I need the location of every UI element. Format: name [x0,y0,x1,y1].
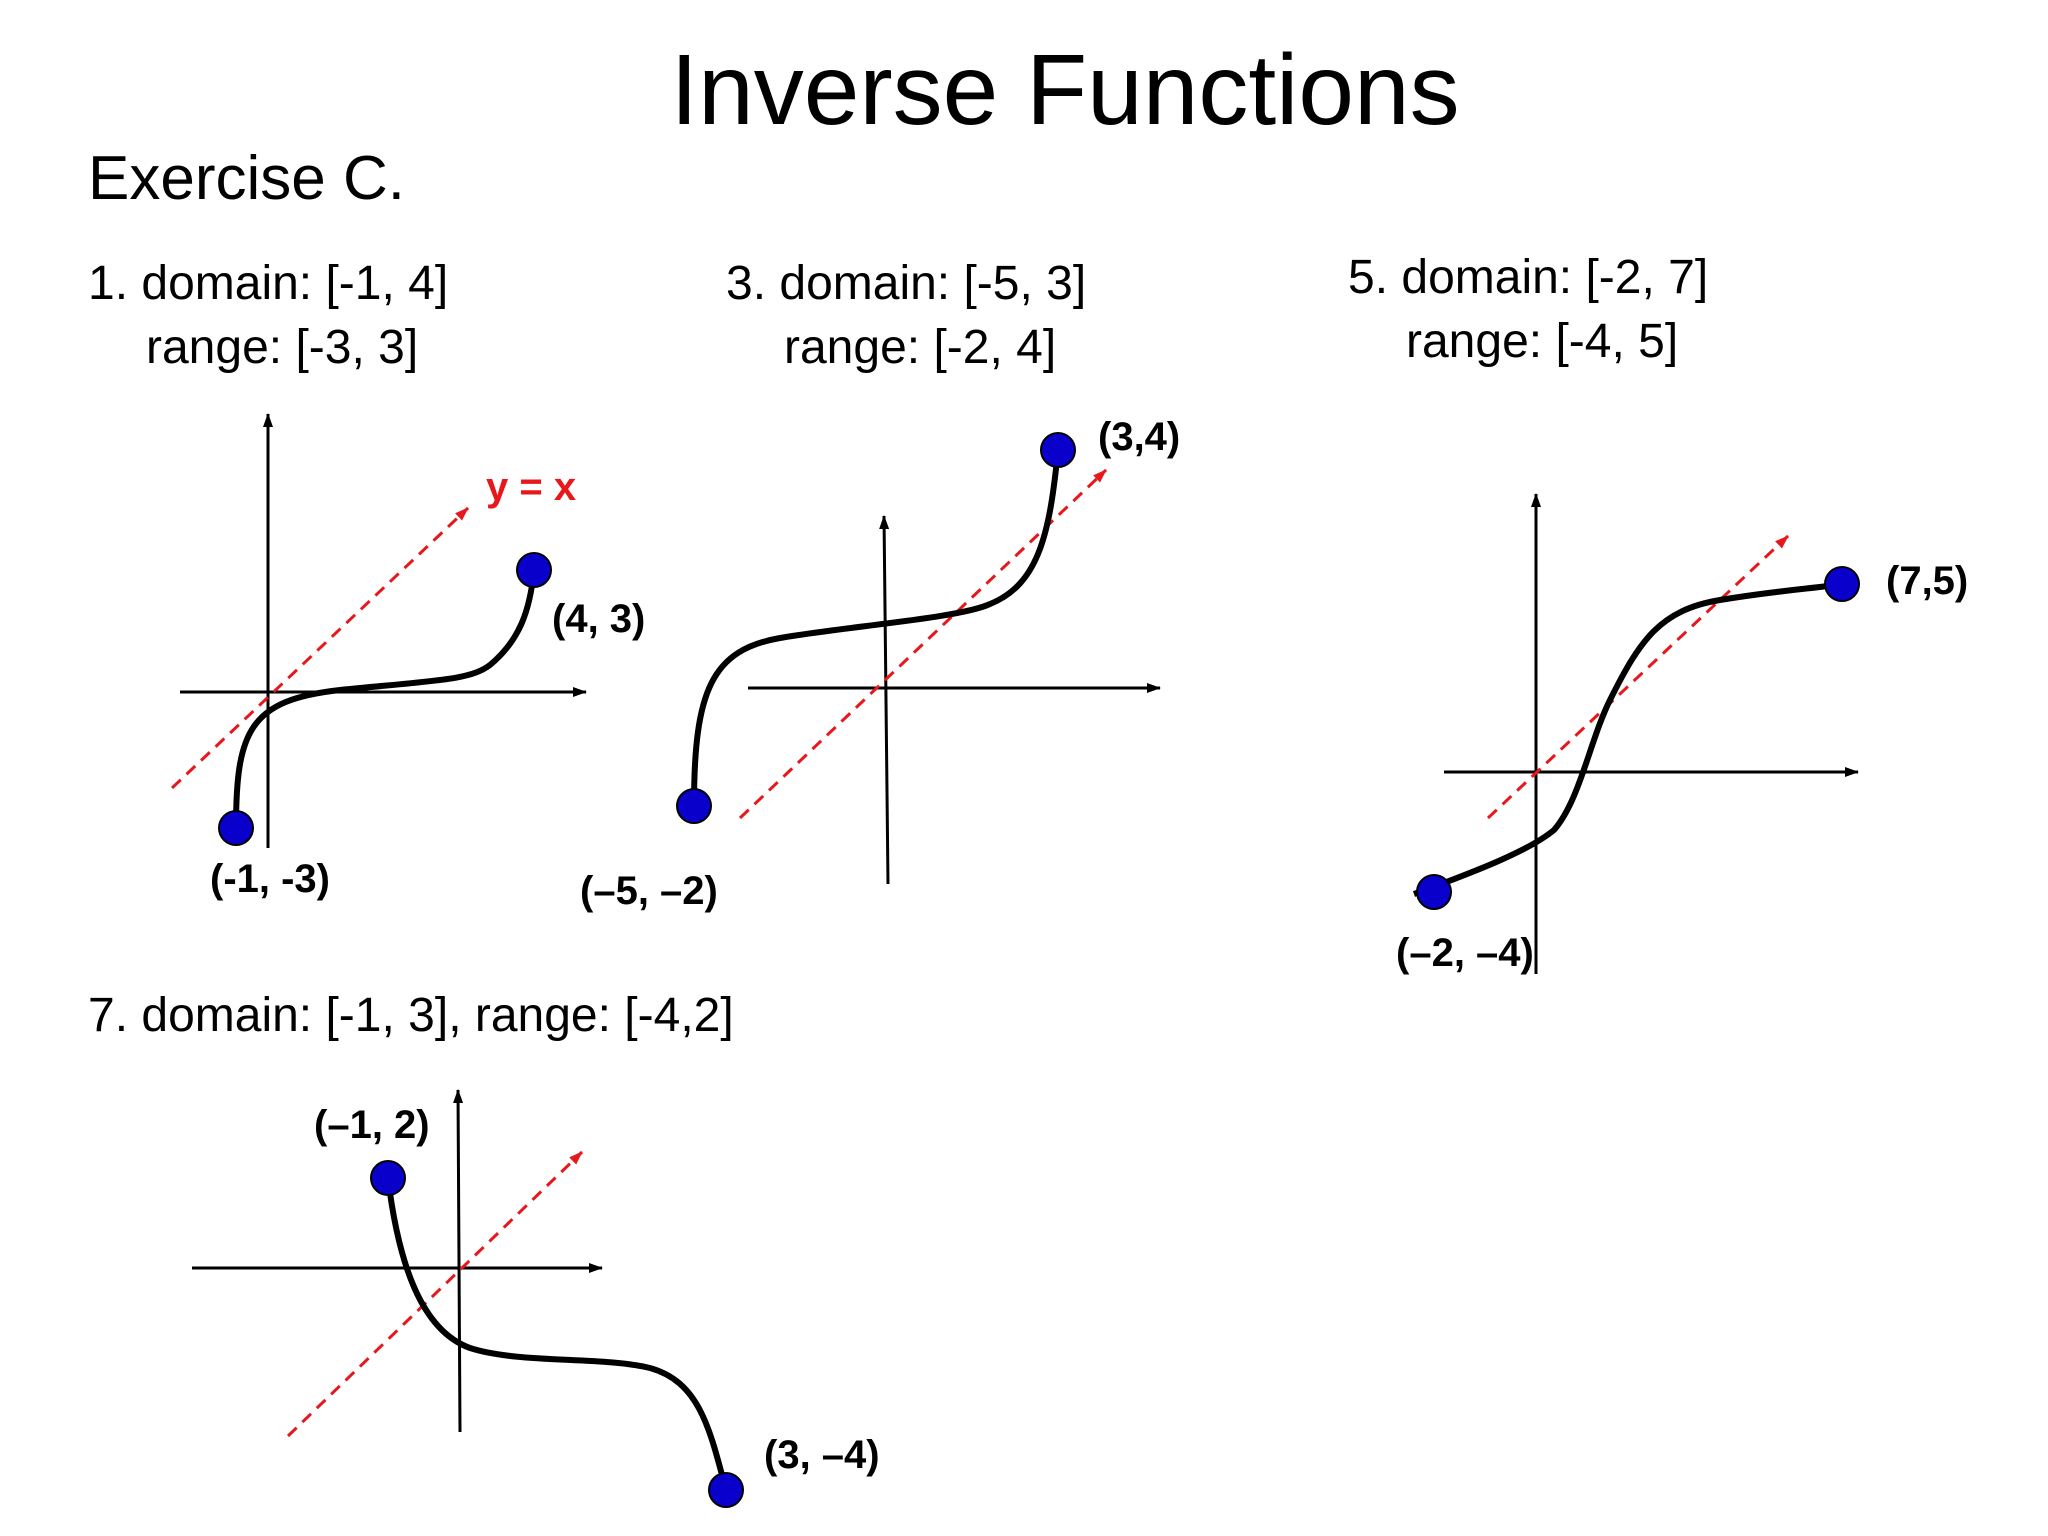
graph-7-start-label: (–1, 2) [314,1103,430,1147]
graph-7-y-axis [453,1089,464,1433]
problem-7-text: 7. domain: [-1, 3], range: [-4,2] [88,984,734,1048]
problem-1-domain: 1. domain: [-1, 4] [88,257,449,310]
exercise-heading: Exercise C. [88,144,405,213]
graph-5-start-label: (–2, –4) [1396,931,1534,975]
graph-7: (–1, 2) (3, –4) [192,1089,880,1508]
graph-3-identity-line [738,468,1108,820]
graph-5: (–2, –4) (7,5) [1396,493,1968,975]
graph-5-start-point [1416,874,1452,910]
problem-3-domain: 3. domain: [-5, 3] [726,257,1087,310]
problem-1-range: range: [-3, 3] [146,321,419,374]
page-title: Inverse Functions [670,34,1460,146]
graph-7-start-point [370,1160,406,1196]
graph-5-identity-line [1486,534,1790,820]
graph-3-start-label: (–5, –2) [580,869,718,913]
problem-3-text: 3. domain: [-5, 3] range: [-2, 4] [726,252,1086,380]
graph-5-end-label: (7,5) [1886,559,1968,603]
graph-1-curve [233,569,537,829]
problem-1-text: 1. domain: [-1, 4] range: [-3, 3] [88,252,448,380]
graph-7-end-point [708,1472,744,1508]
graph-5-curve [1412,581,1843,897]
graph-1-identity-label: y = x [486,465,576,509]
problem-5-range: range: [-4, 5] [1406,315,1679,368]
graph-1-end-point [516,552,552,588]
graph-7-curve [385,1177,729,1491]
graph-3-start-point [676,788,712,824]
problem-3-range: range: [-2, 4] [784,321,1057,374]
graph-3-curve [691,449,1061,807]
graph-1-identity-line [170,506,470,790]
graph-7-identity-line [286,1150,584,1438]
graph-3-end-point [1040,432,1076,468]
problem-7-domain-range: 7. domain: [-1, 3], range: [-4,2] [88,989,734,1042]
graph-3-end-label: (3,4) [1098,415,1180,459]
graph-1: y = x (-1, -3) (4, 3) [170,413,645,901]
graph-7-end-label: (3, –4) [764,1433,880,1477]
graph-3: (–5, –2) (3,4) [580,415,1180,913]
graph-1-end-label: (4, 3) [552,597,645,641]
graph-1-start-label: (-1, -3) [210,857,330,901]
graph-5-end-point [1824,566,1860,602]
problem-5-domain: 5. domain: [-2, 7] [1348,251,1709,304]
graph-3-y-axis [879,515,890,885]
problem-5-text: 5. domain: [-2, 7] range: [-4, 5] [1348,246,1708,374]
graph-1-start-point [218,810,254,846]
